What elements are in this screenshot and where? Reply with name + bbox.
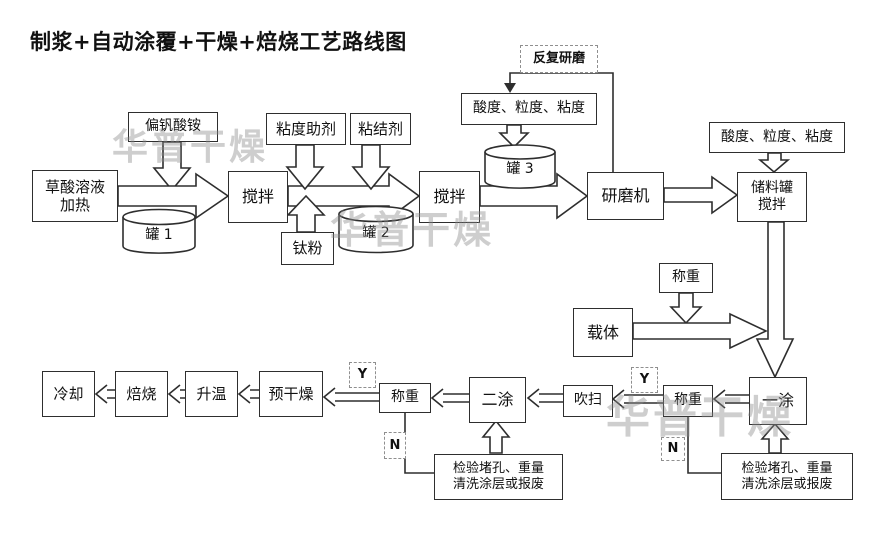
arrow-coat1-to-weigh-icon xyxy=(712,389,749,409)
node-second-coat: 二涂 xyxy=(469,377,526,423)
tank1-cylinder-top xyxy=(122,208,196,226)
node-vanadate: 偏钒酸铵 xyxy=(128,112,218,142)
node-titanium-powder: 钛粉 xyxy=(281,232,334,265)
tank3-cylinder xyxy=(484,152,556,189)
node-quality-check-left: 酸度、粒度、粘度 xyxy=(461,93,597,125)
arrow-inspect-to-coat1-icon xyxy=(760,422,790,454)
node-oxalic-solution: 草酸溶液 加热 xyxy=(32,170,118,222)
arrow-vanadate-down-icon xyxy=(152,141,192,192)
no-label-coat2: N xyxy=(384,432,406,459)
arrow-weigh-down-icon xyxy=(669,292,703,325)
node-first-coat: 一涂 xyxy=(749,377,807,425)
node-repeat-grinding: 反复研磨 xyxy=(520,45,598,73)
tank1-cylinder xyxy=(122,217,196,254)
arrow-storage-to-coat1-icon xyxy=(755,221,795,379)
tank1-label: 罐 1 xyxy=(145,227,173,243)
node-grinder: 研磨机 xyxy=(587,172,664,220)
tank2-label: 罐 2 xyxy=(362,225,390,241)
yes-label-coat1: Y xyxy=(631,367,658,393)
node-binder: 粘结剂 xyxy=(350,113,411,145)
arrow-blow-to-coat2-icon xyxy=(526,388,563,408)
regrind-feedback-line xyxy=(509,72,614,172)
arrow-heatup-to-roast-icon xyxy=(167,384,185,404)
regrind-arrowhead-icon xyxy=(504,83,516,93)
node-pre-dry: 预干燥 xyxy=(259,371,323,417)
bottom-flow-arrows xyxy=(94,384,749,409)
node-viscosity-aid: 粘度助剂 xyxy=(266,113,346,145)
yes-label-coat2: Y xyxy=(349,362,376,388)
arrow-tipowder-up-icon xyxy=(286,194,326,233)
arrow-weigh-to-predry-icon xyxy=(322,387,379,407)
tank3-cylinder-top xyxy=(484,144,556,160)
tank2-cylinder xyxy=(338,214,414,254)
arrow-weigh-to-blow-icon xyxy=(611,389,663,409)
node-weigh-carrier: 称重 xyxy=(659,263,713,293)
arrow-stir2-to-grinder-icon xyxy=(479,172,589,220)
node-weigh-coat2: 称重 xyxy=(379,383,431,413)
arrow-quality-to-storage-icon xyxy=(757,152,791,174)
arrow-coat2-to-weigh-icon xyxy=(430,388,469,408)
arrow-viscosity-down-icon xyxy=(285,144,325,191)
no-branch-line-coat2 xyxy=(404,413,434,474)
node-inspect-coat1: 检验堵孔、重量 清洗涂层或报废 xyxy=(721,453,853,500)
node-carrier: 载体 xyxy=(573,308,633,357)
node-quality-check-right: 酸度、粒度、粘度 xyxy=(709,122,845,153)
diagram-title: 制浆+自动涂覆+干燥+焙烧工艺路线图 xyxy=(30,30,407,54)
arrow-predry-to-heatup-icon xyxy=(237,384,259,404)
node-heat-up: 升温 xyxy=(185,371,238,417)
tank2-cylinder-top xyxy=(338,205,414,223)
arrow-binder-down-icon xyxy=(351,144,391,191)
arrow-oxalic-to-stir1-icon xyxy=(117,172,230,220)
node-cool: 冷却 xyxy=(42,371,95,417)
no-branch-line-coat1 xyxy=(687,417,721,474)
arrow-carrier-right-icon xyxy=(632,312,768,350)
arrow-roast-to-cool-icon xyxy=(94,384,115,404)
arrow-quality-to-tank3-icon xyxy=(498,124,530,149)
node-roast: 焙烧 xyxy=(115,371,168,417)
node-stir-1: 搅拌 xyxy=(228,171,288,223)
node-stir-2: 搅拌 xyxy=(419,171,480,223)
node-inspect-coat2: 检验堵孔、重量 清洗涂层或报废 xyxy=(434,454,563,500)
tank3-label: 罐 3 xyxy=(506,161,534,177)
node-storage-tank-stir: 储料罐 搅拌 xyxy=(737,172,807,222)
node-blow-purge: 吹扫 xyxy=(563,385,613,417)
arrow-grinder-to-storage-icon xyxy=(663,175,739,215)
node-weigh-coat1: 称重 xyxy=(663,385,713,417)
no-label-coat1: N xyxy=(661,437,685,461)
arrow-inspect-to-coat2-icon xyxy=(481,419,511,454)
